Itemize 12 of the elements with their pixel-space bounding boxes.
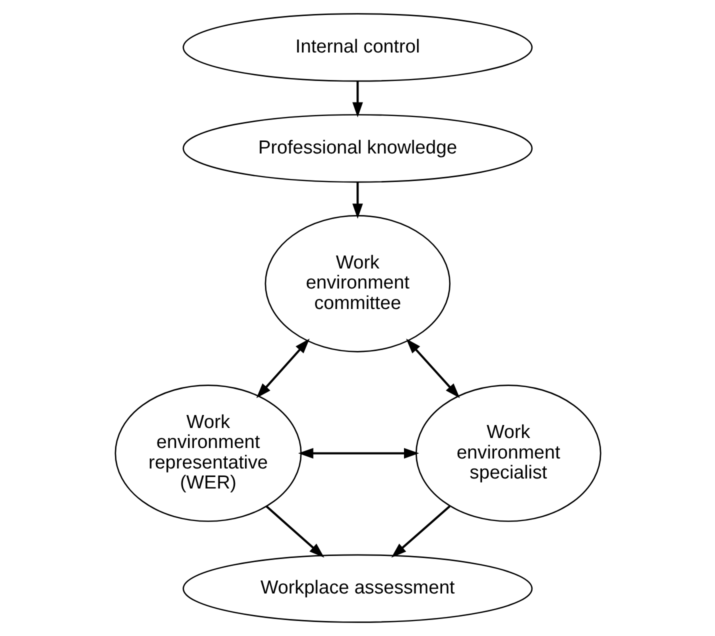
node-ellipse: Workplace assessment [182, 554, 532, 623]
arrow [390, 505, 450, 558]
node-ellipse: Internal control [182, 13, 532, 82]
node-ellipse: Work environment specialist [415, 384, 601, 522]
arrow [298, 448, 419, 459]
node-ellipse: Work environment representative (WER) [114, 384, 302, 522]
arrow [256, 338, 310, 398]
arrow [265, 505, 324, 558]
arrow [352, 82, 362, 118]
arrow [406, 338, 460, 398]
node-ellipse: Professional knowledge [182, 114, 532, 183]
arrow [352, 182, 362, 219]
